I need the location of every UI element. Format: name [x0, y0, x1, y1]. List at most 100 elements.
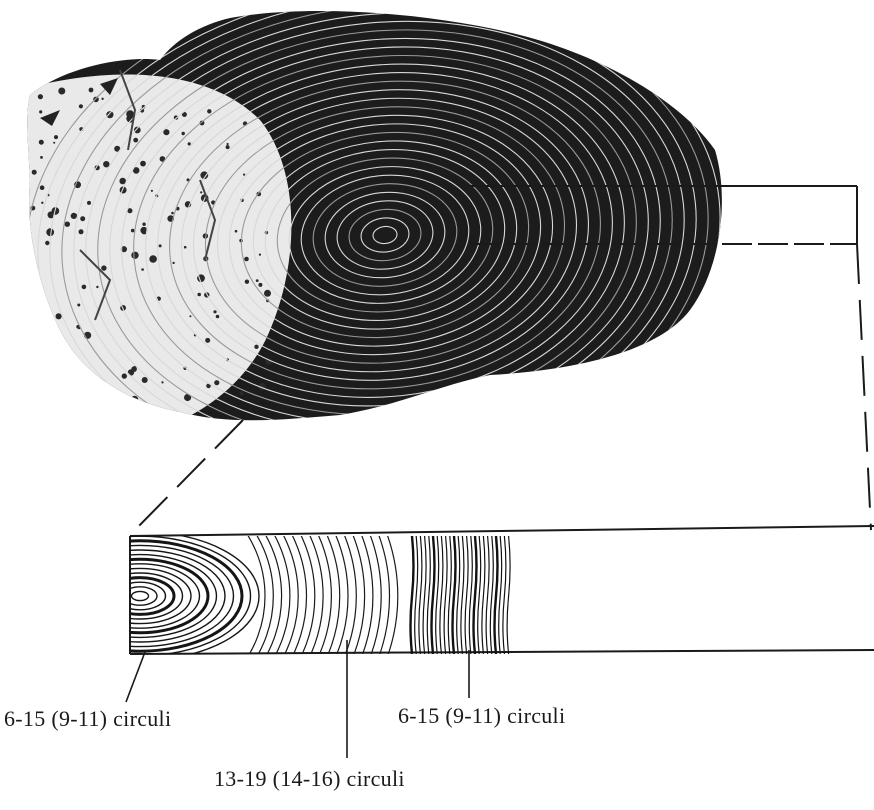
- outer-circulus: [507, 536, 510, 654]
- outer-circulus: [465, 536, 468, 654]
- outer-circulus: [469, 536, 472, 654]
- speckle: [171, 212, 174, 215]
- speckle: [131, 229, 135, 233]
- speckle: [45, 241, 49, 245]
- outer-circulus: [432, 536, 435, 654]
- outer-circulus: [478, 536, 481, 654]
- speckle: [240, 391, 244, 395]
- middle-arc: [0, 398, 373, 794]
- dash-left: [135, 420, 243, 530]
- middle-arc: [0, 446, 307, 746]
- speckle: [216, 315, 220, 319]
- label-focus-circuli: 6-15 (9-11) circuli: [4, 706, 171, 732]
- speckle: [214, 380, 219, 385]
- speckle: [29, 387, 37, 395]
- outer-circulus: [453, 536, 456, 654]
- outer-circulus: [444, 536, 447, 654]
- speckle: [39, 140, 44, 145]
- speckle: [184, 246, 187, 249]
- speckle: [189, 315, 191, 317]
- speckle: [19, 202, 25, 208]
- speckle: [79, 229, 84, 234]
- speckle: [142, 377, 148, 383]
- focus-ring: [21, 532, 259, 661]
- focus-ring: [132, 591, 149, 600]
- speckle: [207, 109, 211, 113]
- speckle: [131, 396, 138, 403]
- speckle: [133, 138, 138, 143]
- speckle: [22, 339, 27, 344]
- schematic-strip: [0, 380, 874, 805]
- speckle: [256, 279, 259, 282]
- speckle: [54, 135, 58, 139]
- outer-circulus: [457, 536, 460, 654]
- pointer-left: [126, 652, 145, 702]
- speckle: [172, 262, 174, 264]
- speckle: [264, 290, 271, 297]
- dash-right: [857, 244, 871, 530]
- speckle: [151, 190, 153, 192]
- speckle: [106, 111, 113, 118]
- speckle: [77, 304, 80, 307]
- speckle: [235, 230, 238, 233]
- label-middle-circuli: 13-19 (14-16) circuli: [214, 766, 405, 792]
- outer-circulus: [436, 536, 439, 654]
- speckle: [140, 161, 146, 167]
- outer-circulus: [440, 536, 443, 654]
- outer-circulus: [461, 536, 464, 654]
- outer-circulus: [474, 536, 477, 654]
- speckle: [122, 373, 127, 378]
- speckle: [57, 382, 63, 388]
- speckle: [227, 143, 229, 145]
- speckle: [245, 280, 249, 284]
- outer-circulus: [486, 536, 489, 654]
- outer-circulus: [490, 536, 493, 654]
- middle-arc: [15, 476, 265, 716]
- speckle: [226, 145, 230, 149]
- strip-top-edge: [130, 526, 874, 536]
- speckle: [142, 223, 145, 226]
- speckle: [244, 257, 249, 262]
- speckle: [65, 222, 70, 227]
- speckle: [41, 202, 43, 204]
- speckle: [24, 192, 28, 196]
- speckle: [103, 399, 110, 406]
- speckle: [75, 214, 77, 216]
- speckle: [20, 330, 25, 335]
- label-outer-circuli: 6-15 (9-11) circuli: [398, 703, 565, 729]
- speckle: [37, 368, 43, 374]
- speckle: [39, 110, 42, 113]
- speckle: [58, 88, 65, 95]
- speckle: [200, 191, 202, 193]
- speckle: [103, 161, 109, 167]
- speckle: [80, 216, 85, 221]
- speckle: [149, 255, 157, 263]
- strip-bottom-edge: [130, 650, 874, 654]
- middle-arc: [0, 458, 290, 734]
- speckle: [38, 385, 41, 388]
- focus-ring: [106, 578, 174, 615]
- speckle: [48, 320, 55, 327]
- speckle: [254, 345, 258, 349]
- speckle: [40, 156, 43, 159]
- focus-ring: [98, 573, 183, 619]
- outer-circulus: [499, 536, 502, 654]
- speckle: [32, 170, 37, 175]
- speckle: [46, 228, 54, 236]
- speckle: [47, 375, 53, 381]
- speckle: [87, 201, 91, 205]
- speckle: [161, 381, 163, 383]
- speckle: [96, 286, 98, 288]
- speckle: [53, 142, 55, 144]
- outer-circulus: [423, 536, 426, 654]
- focus-ring: [72, 559, 208, 633]
- speckle: [159, 244, 162, 247]
- speckle: [25, 260, 29, 264]
- speckle: [131, 252, 138, 259]
- speckle: [79, 104, 83, 108]
- speckle: [258, 283, 262, 287]
- middle-arc: [0, 464, 282, 728]
- outer-circulus: [482, 536, 485, 654]
